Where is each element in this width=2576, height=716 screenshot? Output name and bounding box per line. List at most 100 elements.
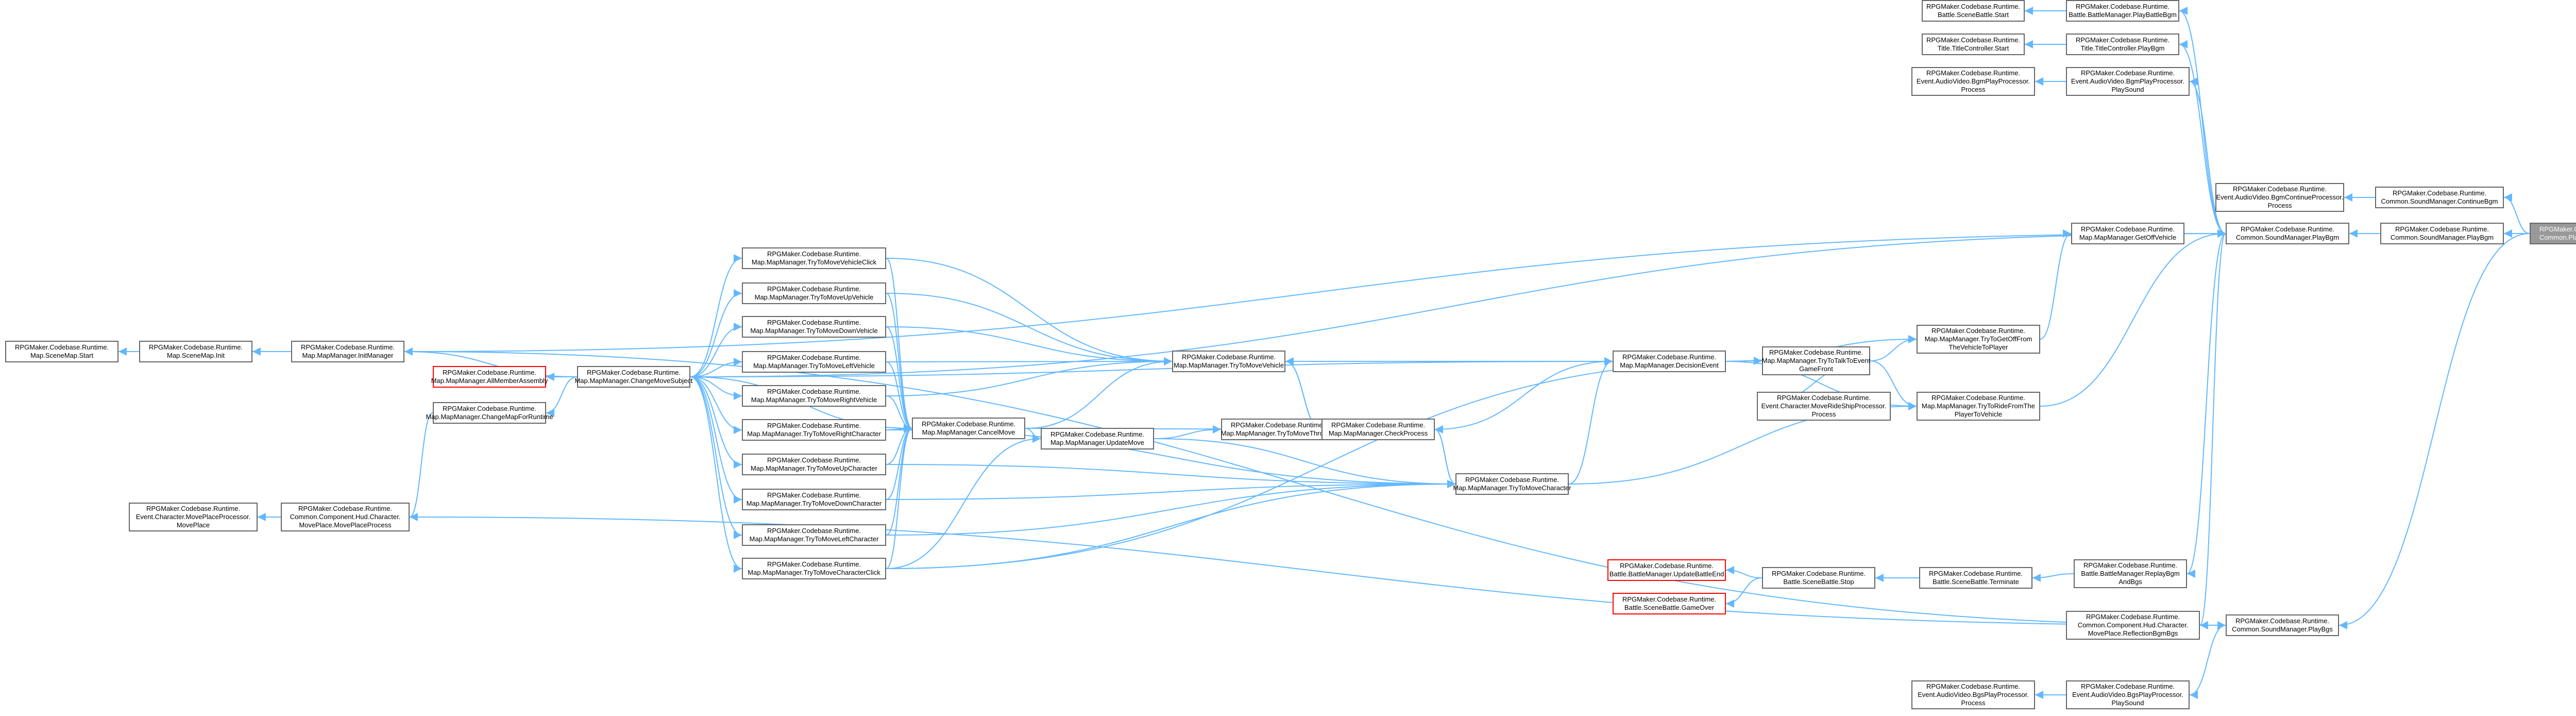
graph-node-n39[interactable]: RPGMaker.Codebase.Runtime.Common.SoundMa… [2380,223,2504,244]
edge-n18-n17 [886,424,912,569]
graph-node-n29[interactable]: RPGMaker.Codebase.Runtime.Map.MapManager… [2071,223,2184,244]
node-label-l1: RPGMaker.Codebase.Runtime. [1926,69,2021,77]
graph-node-n35[interactable]: RPGMaker.Codebase.Runtime.Event.AudioVid… [2066,67,2190,96]
node-label-l2: Battle.SceneBattle.Stop [1783,578,1854,586]
graph-node-n1[interactable]: RPGMaker.Codebase.Runtime.Map.SceneMap.I… [139,341,252,362]
graph-node-n4[interactable]: RPGMaker.Codebase.Runtime.Map.MapManager… [426,402,553,424]
graph-node-n37[interactable]: RPGMaker.Codebase.Runtime.Common.SoundMa… [2375,187,2504,208]
edge-n24-n22 [1434,357,1613,430]
node-label-l2: Map.MapManager.ChangeMoveSubject [574,377,693,385]
node-label-l3: GameFront [1799,365,1833,373]
node-label-l1: RPGMaker.Codebase.Runtime. [767,319,861,326]
graph-node-n34[interactable]: RPGMaker.Codebase.Runtime.Event.AudioVid… [1911,67,2035,96]
graph-node-n0[interactable]: RPGMaker.Codebase.Runtime.Map.SceneMap.S… [5,341,118,362]
graph-node-n9[interactable]: RPGMaker.Codebase.Runtime.Map.MapManager… [742,282,886,304]
graph-node-n17[interactable]: RPGMaker.Codebase.Runtime.Map.MapManager… [742,558,886,579]
graph-node-n8[interactable]: RPGMaker.Codebase.Runtime.Map.MapManager… [742,247,886,269]
node-label-l2: Map.MapManager.TryToMoveDownVehicle [750,327,878,335]
graph-node-n42[interactable]: RPGMaker.Codebase.Runtime.Battle.BattleM… [1607,559,1726,581]
graph-node-n23[interactable]: RPGMaker.Codebase.Runtime.Map.MapManager… [1453,473,1571,495]
graph-node-n12[interactable]: RPGMaker.Codebase.Runtime.Map.MapManager… [742,385,886,407]
node-label-l2: Map.MapManager.TryToMoveCharacterClick [748,569,880,576]
graph-node-n45[interactable]: RPGMaker.Codebase.Runtime.Battle.SceneBa… [1919,567,2032,589]
graph-node-n25[interactable]: RPGMaker.Codebase.Runtime.Map.MapManager… [1762,346,1870,375]
node-label-l2: Map.MapManager.GetOffVehicle [2079,234,2177,241]
edge-n18-n9 [886,293,912,432]
node-label-l2: Event.AudioVideo.BgmPlayProcessor. [1916,77,2030,85]
edge-n19-n17 [886,435,1041,569]
graph-node-n32[interactable]: RPGMaker.Codebase.Runtime.Title.TitleCon… [1922,34,2025,55]
node-label-l2: Event.AudioVideo.BgsPlayProcessor. [2072,691,2183,698]
edge-n13-n7 [690,376,742,434]
graph-node-n33[interactable]: RPGMaker.Codebase.Runtime.Title.TitleCon… [2066,34,2179,55]
node-label-l1: RPGMaker.Codebase.Runtime. [767,560,861,568]
edge-n29-n27 [2040,229,2072,340]
node-label-l2: Event.AudioVideo.BgmPlayProcessor. [2071,77,2185,85]
graph-node-n10[interactable]: RPGMaker.Codebase.Runtime.Map.MapManager… [742,316,886,338]
graph-node-n27[interactable]: RPGMaker.Codebase.Runtime.Map.MapManager… [1917,325,2040,354]
node-label-l2: Map.MapManager.CheckProcess [1328,429,1428,437]
graph-node-n31[interactable]: RPGMaker.Codebase.Runtime.Battle.BattleM… [2066,0,2179,22]
node-label-l1: RPGMaker.Codebase.Runtime. [1181,353,1276,361]
graph-node-n24[interactable]: RPGMaker.Codebase.Runtime.Map.MapManager… [1613,351,1726,372]
graph-node-n47[interactable]: RPGMaker.Codebase.Runtime.Common.Compone… [2066,611,2200,640]
node-label-l3: PlayerToVehicle [1954,410,2003,418]
graph-node-n15[interactable]: RPGMaker.Codebase.Runtime.Map.MapManager… [742,489,886,510]
edge-n20-n9 [886,293,1173,365]
graph-node-n48[interactable]: RPGMaker.Codebase.Runtime.Common.SoundMa… [2226,614,2339,636]
graph-node-n19[interactable]: RPGMaker.Codebase.Runtime.Map.MapManager… [1041,428,1154,449]
graph-node-n46[interactable]: RPGMaker.Codebase.Runtime.Battle.BattleM… [2074,559,2187,588]
graph-node-n21[interactable]: RPGMaker.Codebase.Runtime.Map.MapManager… [1221,419,1334,440]
node-label-l1: RPGMaker.Codebase.Runtime. [2080,69,2175,77]
graph-node-n50[interactable]: RPGMaker.Codebase.Runtime.Event.AudioVid… [2066,680,2190,709]
node-label-l1: RPGMaker.Codebase.Runtime. [1769,348,1863,356]
graph-node-n3[interactable]: RPGMaker.Codebase.Runtime.Map.MapManager… [431,366,548,388]
node-label-l1: RPGMaker.Codebase.Runtime. [1230,421,1325,429]
graph-node-n22[interactable]: RPGMaker.Codebase.Runtime.Map.MapManager… [1321,419,1435,440]
node-label-l1: RPGMaker.Codebase.Runtime. [2232,185,2327,193]
node-label-l2: Map.MapManager.TryToTalkToEvent [1761,357,1871,364]
edge-n20-n10 [886,326,1173,365]
node-label-l1: RPGMaker.Codebase.Runtime. [767,250,861,258]
edge-n20-n18 [1025,357,1173,429]
edge-n18-n14 [886,424,912,465]
graph-node-n2[interactable]: RPGMaker.Codebase.Runtime.Map.MapManager… [291,341,404,362]
graph-node-n41[interactable]: RPGMaker.Codebase.Runtime.Common.PlayBgm… [2530,223,2576,244]
edge-n46-n38 [2187,233,2226,578]
graph-node-n28[interactable]: RPGMaker.Codebase.Runtime.Map.MapManager… [1917,392,2040,421]
graph-node-n36[interactable]: RPGMaker.Codebase.Runtime.Event.AudioVid… [2215,183,2344,212]
edge-n48-n41 [2338,233,2530,629]
node-label-l3: PlaySound [2111,699,2144,707]
edge-n18-n11 [886,361,912,432]
node-label-l1: RPGMaker.Codebase.Runtime. [2235,617,2330,625]
graph-node-n43[interactable]: RPGMaker.Codebase.Runtime.Battle.SceneBa… [1613,593,1726,614]
edge-n18-n15 [886,424,912,500]
node-label-l3: MovePlace.ReflectionBgmBgs [2088,629,2178,637]
node-label-l2: Map.MapManager.TryToMoveVehicleClick [751,258,877,266]
node-label-l1: RPGMaker.Codebase.Runtime. [2086,613,2180,621]
graph-node-n44[interactable]: RPGMaker.Codebase.Runtime.Battle.SceneBa… [1762,567,1875,589]
node-label-l1: RPGMaker.Codebase.Runtime. [1926,3,2021,10]
edge-n47-n38 [2199,233,2226,629]
graph-node-n5[interactable]: RPGMaker.Codebase.Runtime.Event.Characte… [129,503,258,531]
graph-node-n26[interactable]: RPGMaker.Codebase.Runtime.Event.Characte… [1757,392,1891,421]
graph-node-n30[interactable]: RPGMaker.Codebase.Runtime.Battle.SceneBa… [1922,0,2025,22]
node-label-l2: Map.MapManager.TryToMoveLeftCharacter [749,535,879,543]
graph-node-n7[interactable]: RPGMaker.Codebase.Runtime.Map.MapManager… [574,366,693,388]
node-label-l1: RPGMaker.Codebase.Runtime. [921,420,1016,428]
graph-node-n49[interactable]: RPGMaker.Codebase.Runtime.Event.AudioVid… [1911,680,2035,709]
graph-node-n16[interactable]: RPGMaker.Codebase.Runtime.Map.MapManager… [742,524,886,546]
graph-node-n13[interactable]: RPGMaker.Codebase.Runtime.Map.MapManager… [742,419,886,441]
graph-node-n20[interactable]: RPGMaker.Codebase.Runtime.Map.MapManager… [1172,351,1285,372]
edge-n18-n13 [886,424,912,433]
node-label-l2: Event.Character.MovePlaceProcessor. [135,513,251,521]
graph-node-n38[interactable]: RPGMaker.Codebase.Runtime.Common.SoundMa… [2226,223,2349,244]
graph-node-n11[interactable]: RPGMaker.Codebase.Runtime.Map.MapManager… [742,351,886,373]
graph-node-n14[interactable]: RPGMaker.Codebase.Runtime.Map.MapManager… [742,454,886,475]
graph-node-n18[interactable]: RPGMaker.Codebase.Runtime.Map.MapManager… [912,418,1025,439]
node-label-l2: Map.MapManager.TryToMoveUpVehicle [754,293,874,301]
graph-node-n6[interactable]: RPGMaker.Codebase.Runtime.Common.Compone… [281,503,410,531]
node-label-l2: Map.MapManager.AllMemberAssembly [431,377,548,385]
node-label-l2: Map.MapManager.TryToMoveRightVehicle [751,396,877,404]
node-label-l2: Map.MapManager.TryToMoveRightCharacter [747,430,881,438]
